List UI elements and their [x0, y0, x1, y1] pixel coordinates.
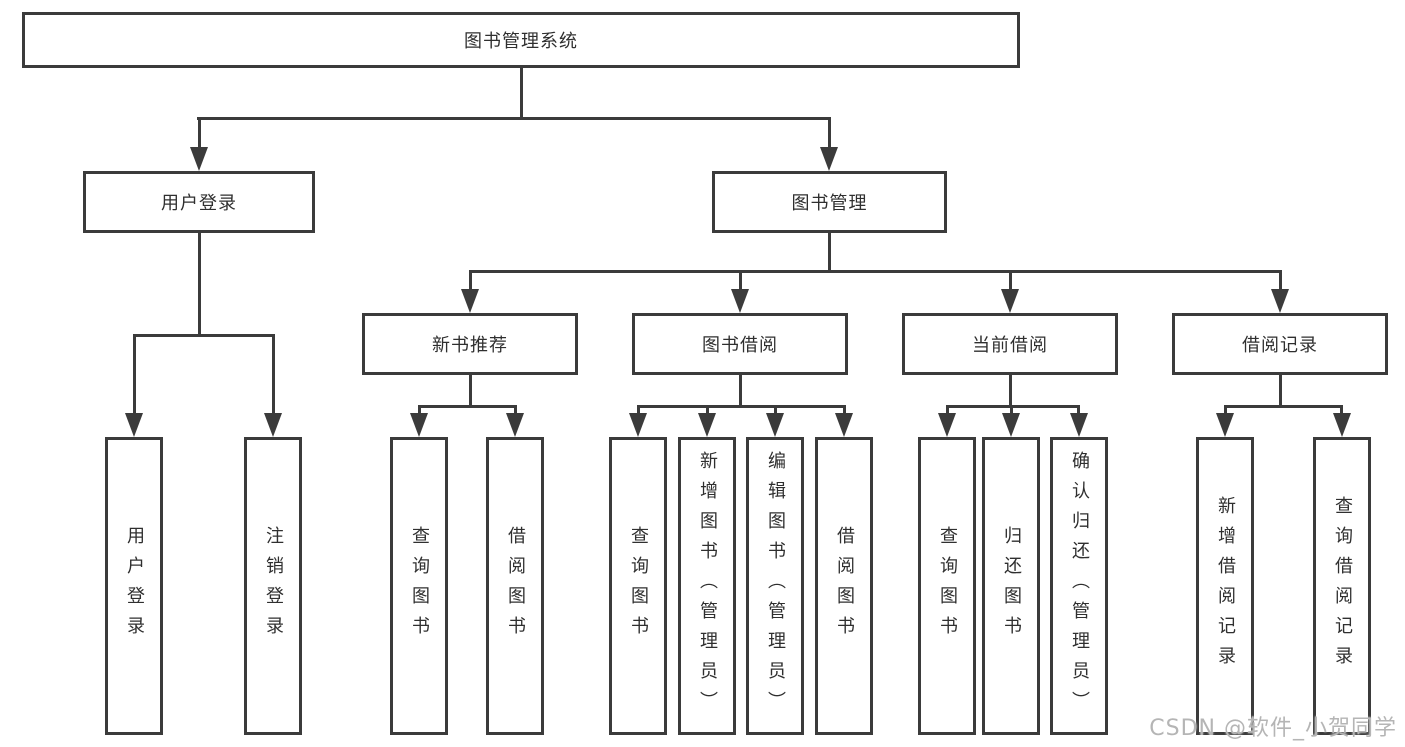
connector-line — [1279, 270, 1282, 292]
connector-line — [1224, 405, 1227, 416]
leaf-label: 查询图书 — [937, 526, 958, 646]
leaf-label: 归还图书 — [1001, 526, 1022, 646]
connector-line — [946, 405, 949, 416]
leaf-query-books-borrow: 查询图书 — [609, 437, 667, 735]
arrow-down-icon — [410, 413, 428, 437]
connector-line — [739, 375, 742, 407]
arrow-down-icon — [264, 413, 282, 437]
connector-line — [469, 375, 472, 407]
connector-line — [1279, 375, 1282, 407]
connector-line — [1224, 405, 1343, 408]
connector-line — [520, 68, 523, 120]
leaf-add-borrow-record: 新增借阅记录 — [1196, 437, 1254, 735]
arrow-down-icon — [1001, 289, 1019, 313]
leaf-query-books-current: 查询图书 — [918, 437, 976, 735]
leaf-borrow-books-recommend: 借阅图书 — [486, 437, 544, 735]
connector-line — [1009, 270, 1012, 292]
arrow-down-icon — [1271, 289, 1289, 313]
connector-line — [1009, 375, 1012, 407]
leaf-label: 查询图书 — [628, 526, 649, 646]
leaf-label: 新增图书（管理员） — [697, 451, 718, 721]
connector-line — [197, 117, 831, 120]
leaf-user-login: 用户登录 — [105, 437, 163, 735]
leaf-label: 新增借阅记录 — [1215, 496, 1236, 676]
arrow-down-icon — [1002, 413, 1020, 437]
arrow-down-icon — [938, 413, 956, 437]
leaf-borrow-books: 借阅图书 — [815, 437, 873, 735]
connector-line — [946, 405, 1080, 408]
node-new-book-recommend: 新书推荐 — [362, 313, 578, 375]
connector-line — [514, 405, 517, 416]
leaf-label: 注销登录 — [263, 526, 284, 646]
leaf-label: 用户登录 — [124, 526, 145, 646]
node-current-borrow: 当前借阅 — [902, 313, 1118, 375]
connector-line — [1340, 405, 1343, 416]
connector-line — [418, 405, 517, 408]
connector-line — [828, 117, 831, 151]
leaf-label: 编辑图书（管理员） — [765, 451, 786, 721]
connector-line — [133, 334, 136, 416]
watermark-text: CSDN @软件_小贺同学 — [1149, 716, 1397, 741]
leaf-edit-book-admin: 编辑图书（管理员） — [746, 437, 804, 735]
connector-line — [843, 405, 846, 416]
node-root: 图书管理系统 — [22, 12, 1020, 68]
arrow-down-icon — [1070, 413, 1088, 437]
connector-line — [1010, 405, 1013, 416]
leaf-add-book-admin: 新增图书（管理员） — [678, 437, 736, 735]
arrow-down-icon — [835, 413, 853, 437]
leaf-label: 确认归还（管理员） — [1069, 451, 1090, 721]
connector-line — [706, 405, 709, 416]
arrow-down-icon — [506, 413, 524, 437]
connector-line — [418, 405, 421, 416]
leaf-label: 查询借阅记录 — [1332, 496, 1353, 676]
arrow-down-icon — [629, 413, 647, 437]
node-borrow-records: 借阅记录 — [1172, 313, 1388, 375]
arrow-down-icon — [1216, 413, 1234, 437]
connector-line — [637, 405, 640, 416]
connector-line — [774, 405, 777, 416]
arrow-down-icon — [125, 413, 143, 437]
leaf-label: 查询图书 — [409, 526, 430, 646]
arrow-down-icon — [698, 413, 716, 437]
connector-line — [828, 233, 831, 273]
connector-line — [198, 117, 201, 151]
leaf-confirm-return-admin: 确认归还（管理员） — [1050, 437, 1108, 735]
connector-line — [469, 270, 472, 292]
leaf-return-book: 归还图书 — [982, 437, 1040, 735]
arrow-down-icon — [766, 413, 784, 437]
arrow-down-icon — [190, 147, 208, 171]
connector-line — [1077, 405, 1080, 416]
arrow-down-icon — [1333, 413, 1351, 437]
connector-line — [469, 270, 1282, 273]
connector-line — [133, 334, 275, 337]
node-book-management: 图书管理 — [712, 171, 947, 233]
leaf-label: 借阅图书 — [834, 526, 855, 646]
arrow-down-icon — [731, 289, 749, 313]
leaf-logout: 注销登录 — [244, 437, 302, 735]
connector-line — [637, 405, 845, 408]
connector-line — [272, 334, 275, 416]
leaf-query-books-recommend: 查询图书 — [390, 437, 448, 735]
arrow-down-icon — [820, 147, 838, 171]
node-book-borrow: 图书借阅 — [632, 313, 848, 375]
node-user-login: 用户登录 — [83, 171, 315, 233]
leaf-label: 借阅图书 — [505, 526, 526, 646]
arrow-down-icon — [461, 289, 479, 313]
leaf-query-borrow-record: 查询借阅记录 — [1313, 437, 1371, 735]
connector-line — [739, 270, 742, 292]
connector-line — [198, 233, 201, 337]
